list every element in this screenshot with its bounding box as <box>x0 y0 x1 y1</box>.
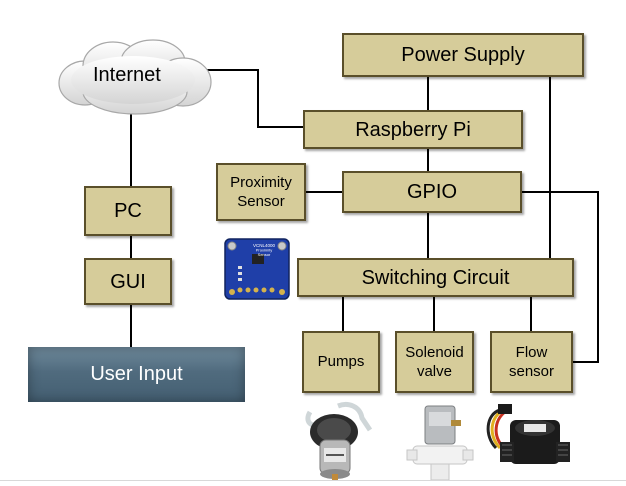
internet-label: Internet <box>93 64 161 86</box>
solenoid-label-line2: valve <box>416 363 452 380</box>
pump-icon <box>305 402 373 480</box>
proximity-sensor-board-icon: VCNL4000 Proximity Sensor <box>224 238 290 300</box>
flow-label-line1: Flow <box>515 343 548 361</box>
solenoid-valve-icon <box>406 405 474 481</box>
pumps-node: Pumps <box>302 331 380 393</box>
user-input-label: User Input <box>90 363 183 385</box>
solenoid-valve-label: Solenoid valve <box>405 343 463 382</box>
proximity-label-line2: Sensor <box>237 193 285 210</box>
raspberry-pi-label: Raspberry Pi <box>355 118 471 141</box>
switching-circuit-label: Switching Circuit <box>361 266 510 289</box>
solenoid-valve-node: Solenoid valve <box>395 331 474 393</box>
gpio-label: GPIO <box>406 181 457 203</box>
power-supply-node: Power Supply <box>342 33 584 77</box>
proximity-sensor-node: Proximity Sensor <box>216 163 306 221</box>
link-internet-raspberry-pi <box>205 69 303 128</box>
board-text-line1: VCNL4000 <box>253 243 276 248</box>
switching-circuit-node: Switching Circuit <box>297 258 574 297</box>
board-text-line3: Sensor <box>258 252 271 257</box>
link-gpio-flow-sensor <box>522 191 599 363</box>
pc-node: PC <box>84 186 172 236</box>
gui-node: GUI <box>84 258 172 305</box>
gui-label: GUI <box>110 270 146 293</box>
flow-sensor-node: Flow sensor <box>490 331 573 393</box>
flow-label-line2: sensor <box>508 363 555 380</box>
pc-label: PC <box>114 200 142 222</box>
cloud-icon <box>58 39 212 115</box>
pumps-label: Pumps <box>317 353 365 371</box>
solenoid-label-line1: Solenoid <box>405 343 464 361</box>
proximity-sensor-label: Proximity Sensor <box>230 173 292 212</box>
user-input-node: User Input <box>28 347 245 402</box>
raspberry-pi-node: Raspberry Pi <box>303 110 523 149</box>
proximity-label-line1: Proximity <box>230 173 292 191</box>
flow-sensor-label: Flow sensor <box>509 343 554 382</box>
flow-sensor-icon <box>486 404 570 464</box>
board-text-line2: Proximity <box>256 248 272 253</box>
gpio-node: GPIO <box>342 171 522 213</box>
power-supply-label: Power Supply <box>401 44 525 66</box>
bottom-divider <box>0 480 626 481</box>
